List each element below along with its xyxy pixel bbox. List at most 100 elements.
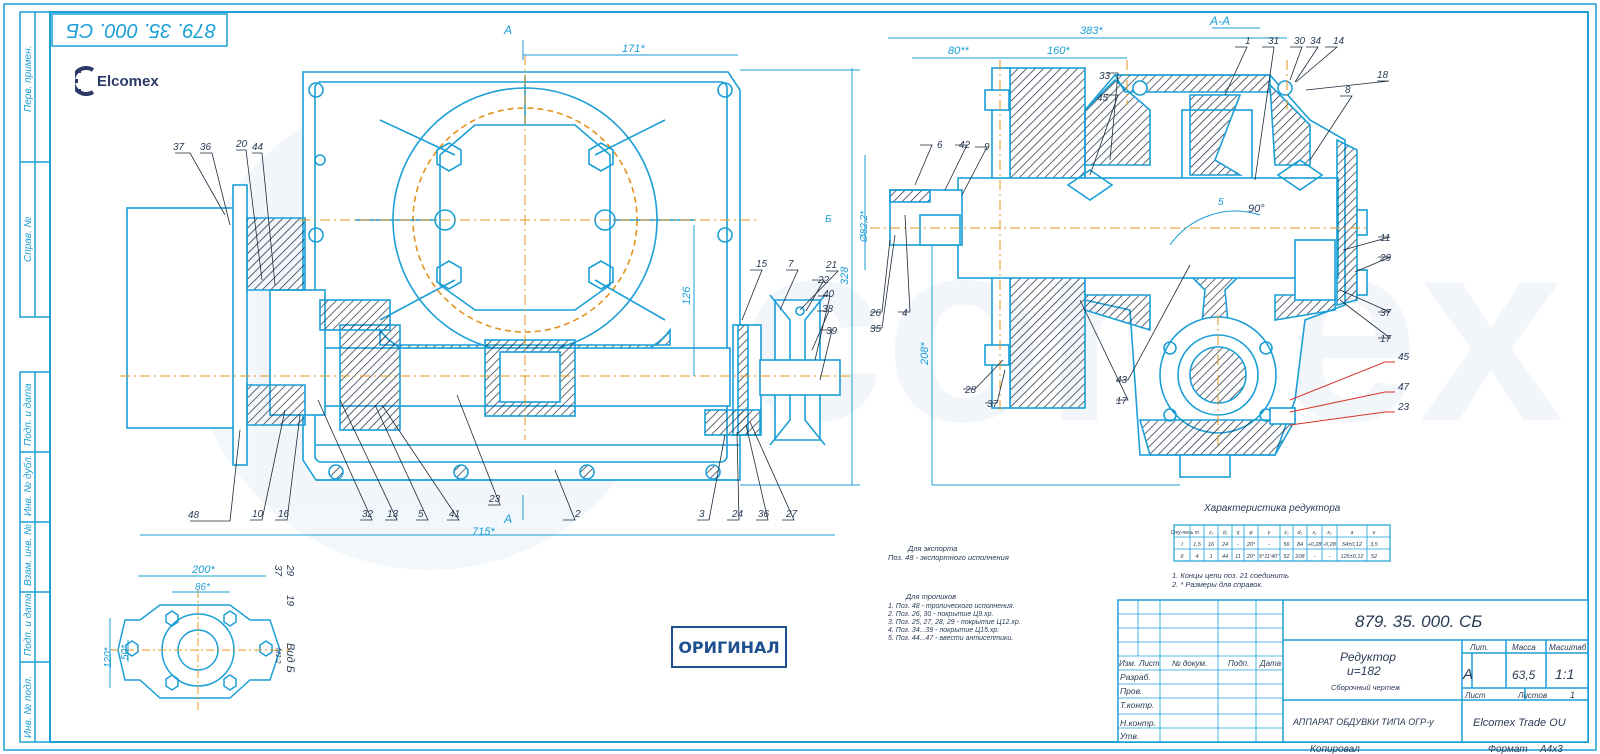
- small-callout-29: 29: [284, 564, 295, 577]
- dim-5: 5: [1218, 197, 1224, 208]
- view-b-label: Вид Б: [284, 643, 296, 673]
- char-table-cell: 20°: [1246, 542, 1256, 548]
- callout-44: 44: [252, 142, 264, 153]
- dim-160: 160*: [1047, 45, 1070, 57]
- format-label: Формат: [1488, 744, 1528, 754]
- char-table-header: γ: [1268, 530, 1271, 536]
- role-nkontr: Н.контр.: [1120, 718, 1156, 728]
- callout-r6: 6: [937, 140, 943, 151]
- rotated-doc-code: 879. 35. 000. СБ: [66, 19, 216, 41]
- char-table: Сту-пеньIIIm1,54z₁161d₁2444q-11φ20°20°γ-…: [1171, 524, 1391, 562]
- char-table-cell: 125±0,12: [1341, 554, 1364, 560]
- lit-header: Лит.: [1469, 643, 1489, 652]
- callout-r26: 26: [869, 308, 882, 319]
- lit-value: А: [1462, 666, 1473, 683]
- section-label-aa: А-А: [1209, 14, 1230, 28]
- callout-20: 20: [235, 139, 248, 150]
- dim-126: 126: [681, 286, 693, 305]
- sheet-header: Лист: [1464, 691, 1486, 700]
- scale-value: 1:1: [1555, 666, 1574, 682]
- callout-r23: 23: [1397, 402, 1410, 413]
- callout-24: 24: [731, 509, 744, 520]
- tropic-note-4: 4. Поз. 34...39 - покрытие Ц15.хр.: [888, 627, 999, 634]
- margin-label-7: Инв. № подл.: [23, 676, 34, 738]
- char-table-header: a: [1351, 530, 1354, 536]
- callout-r31: 31: [1268, 36, 1279, 47]
- callout-r33: 33: [1099, 71, 1111, 82]
- callout-r30: 30: [1294, 36, 1306, 47]
- title-name1: Редуктор: [1340, 650, 1396, 664]
- dim-171: 171*: [622, 43, 645, 55]
- char-table-cell: 44: [1222, 554, 1228, 560]
- tropic-note-5: 5. Поз. 44...47 - ввести антисептики.: [888, 635, 1013, 642]
- char-table-header: q: [1237, 530, 1240, 536]
- brand-logo: Elcomex: [75, 66, 159, 96]
- left-callouts: 37 36 20 44 15 7 21 22 40 38 39 48 10 16…: [173, 139, 838, 521]
- tropic-notes-title: Для тропиков: [905, 592, 956, 601]
- callout-16: 16: [278, 509, 290, 520]
- callout-r47: 47: [1398, 382, 1410, 393]
- dim-90deg: 90°: [1248, 203, 1265, 215]
- margin-label-2: Справ. №: [23, 216, 34, 262]
- dim-383: 383*: [1080, 25, 1103, 37]
- callout-3: 3: [699, 509, 705, 520]
- margin-label-6: Подп. и дата: [23, 593, 34, 656]
- title-company: Elcomex Trade OU: [1473, 717, 1566, 729]
- brand-name: Elcomex: [97, 72, 159, 90]
- tropic-note-1: 1. Поз. 48 - тропического исполнения.: [888, 603, 1015, 610]
- callout-37: 37: [173, 142, 185, 153]
- char-table-header: m: [1195, 530, 1199, 536]
- char-table-cell: -: [1329, 554, 1331, 560]
- left-callout-leaders: [175, 149, 839, 522]
- callout-2: 2: [574, 509, 581, 520]
- format-value: А4х3: [1539, 744, 1563, 754]
- char-table-header: φ: [1249, 530, 1253, 536]
- char-table-cell: -: [1268, 542, 1270, 548]
- small-view-axes: [110, 590, 290, 710]
- char-table-cell: 20°: [1246, 554, 1256, 560]
- char-table-cell: 16: [1208, 542, 1215, 548]
- section-mark-a-top: А: [503, 23, 512, 37]
- col-date: Дата: [1259, 659, 1282, 668]
- right-notes: 1. Концы цепи поз. 21 соединить 2. * Раз…: [1171, 571, 1289, 589]
- dim-86: 86*: [195, 582, 211, 593]
- char-table-cell: 56: [1283, 542, 1290, 548]
- small-view-dim-lines: [109, 575, 266, 688]
- left-margin-strip: [19, 11, 51, 743]
- char-table-header: x₂: [1326, 530, 1332, 536]
- dim-715: 715*: [472, 526, 495, 538]
- margin-label-4: Инв. № дубл.: [22, 455, 34, 517]
- char-table-header: Сту-пень: [1171, 530, 1194, 536]
- char-table-cell: -: [1237, 542, 1239, 548]
- char-table-cell: 84: [1297, 542, 1303, 548]
- callout-48: 48: [188, 510, 200, 521]
- callout-23: 23: [488, 494, 501, 505]
- margin-label-3: Подп. и дата: [23, 383, 34, 446]
- callout-r37b: 37: [987, 399, 999, 410]
- char-table-header: u: [1373, 530, 1376, 536]
- char-table-cell: 54±0,12: [1342, 542, 1362, 548]
- mass-value: 63,5: [1512, 668, 1536, 682]
- dim-200: 200*: [191, 564, 215, 576]
- char-table-cell: II: [1180, 554, 1184, 560]
- callout-r17: 17: [1380, 334, 1392, 345]
- title-block: [1117, 599, 1589, 743]
- sheets-header: Листов: [1517, 691, 1547, 700]
- callout-r35: 35: [870, 324, 882, 335]
- original-stamp: ОРИГИНАЛ: [671, 626, 787, 668]
- callout-r43: 43: [1116, 375, 1128, 386]
- callout-13: 13: [387, 509, 399, 520]
- gear-logo-icon: [75, 66, 95, 96]
- mass-header: Масса: [1512, 643, 1536, 652]
- dim-80: 80**: [948, 45, 970, 57]
- left-dimension-lines: [140, 40, 860, 536]
- char-table-cell: 3,5: [1370, 542, 1379, 548]
- char-table-cell: +0,28: [1308, 542, 1323, 548]
- callout-r1: 1: [1245, 36, 1251, 47]
- col-list: Лист: [1138, 659, 1160, 668]
- callout-r29: 29: [1379, 253, 1392, 264]
- char-table-header: d₂: [1298, 530, 1303, 536]
- char-table-cell: 1,5: [1193, 542, 1202, 548]
- title-product: АППАРАТ ОБДУВКИ ТИПА ОГР-у: [1292, 717, 1434, 727]
